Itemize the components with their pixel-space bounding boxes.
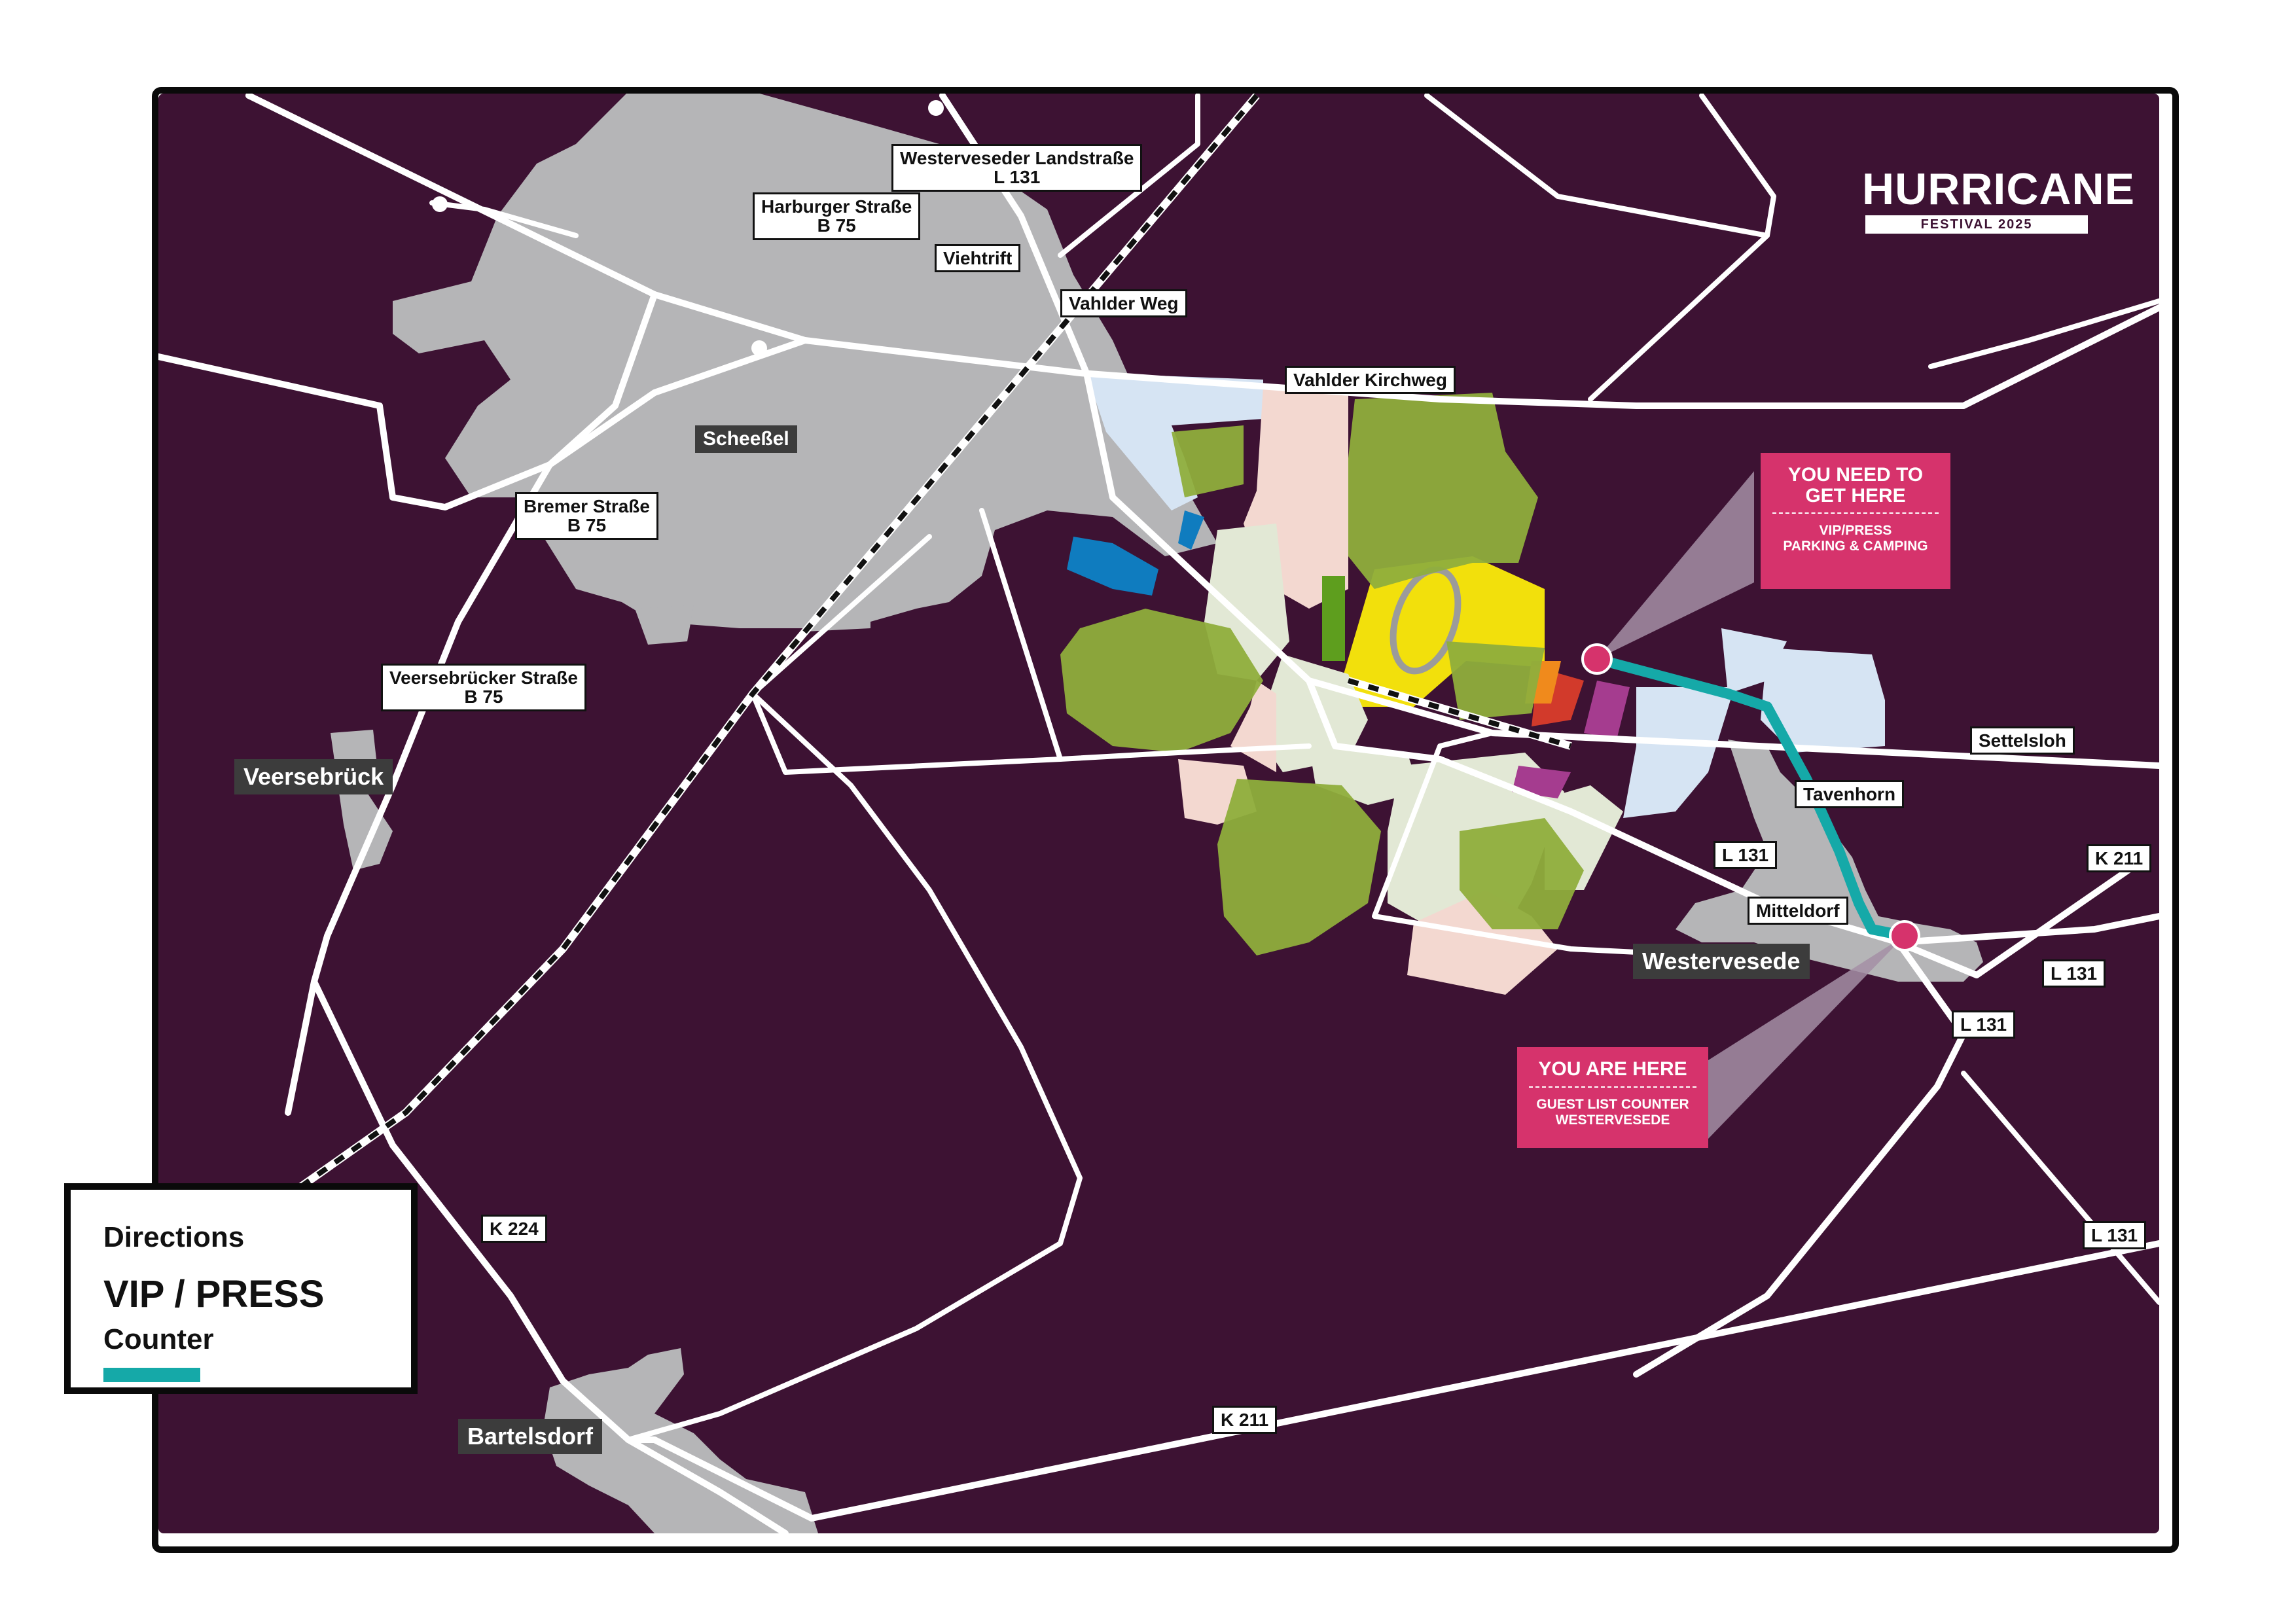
callout-heading-line: GET HERE [1805, 484, 1906, 507]
road-label-line: L 131 [2051, 963, 2098, 984]
destination-marker[interactable] [1581, 643, 1613, 675]
current-location-callout: YOU ARE HERE GUEST LIST COUNTER WESTERVE… [1517, 1047, 1708, 1148]
road-label-line: L 131 [2091, 1225, 2138, 1245]
road-label-westerveseder-landstrasse: Westerveseder Landstraße L 131 [891, 144, 1143, 192]
road-label-line: L 131 [1960, 1014, 2007, 1035]
place-label-veersebrueck: Veersebrück [234, 759, 393, 794]
callout-heading-line: YOU ARE HERE [1538, 1058, 1687, 1080]
road-label-l131-c: L 131 [1952, 1010, 2016, 1039]
road-label-k224: K 224 [481, 1215, 547, 1243]
map-frame [152, 87, 2179, 1553]
road-label-line: B 75 [567, 515, 607, 536]
legend-subheading: Counter [103, 1323, 214, 1355]
railway-line [292, 94, 1572, 1194]
road-label-line: Vahlder Weg [1069, 293, 1179, 313]
place-label-scheessel: Scheeßel [695, 425, 797, 453]
festival-logo: HURRICANE FESTIVAL 2025 [1862, 164, 2135, 234]
road-label-k211-south: K 211 [1212, 1406, 1278, 1435]
destination-callout-sub: VIP/PRESS PARKING & CAMPING [1761, 523, 1950, 554]
callout-heading-line: YOU NEED TO [1787, 464, 1924, 486]
road-label-veersebruecker-strasse: Veersebrücker Straße B 75 [381, 664, 586, 711]
legend-route-swatch [103, 1368, 200, 1382]
forest-areas [1060, 393, 1584, 955]
road-label-line: L 131 [1722, 845, 1769, 865]
road-label-line: Tavenhorn [1803, 784, 1896, 804]
current-callout-heading: YOU ARE HERE [1517, 1047, 1708, 1080]
logo-title: HURRICANE [1862, 164, 2135, 214]
road-label-line: Vahlder Kirchweg [1293, 370, 1447, 390]
road-label-l131-b: L 131 [2042, 959, 2106, 988]
road-label-settelsloh: Settelsloh [1970, 726, 2075, 755]
current-beam [1708, 936, 1905, 1139]
road-label-line: K 211 [1221, 1410, 1269, 1430]
road-label-line: B 75 [817, 215, 856, 236]
road-label-line: Veersebrücker Straße [389, 668, 578, 688]
road-label-k211-east: K 211 [2087, 844, 2152, 873]
legend-title: Directions [103, 1221, 245, 1253]
callout-divider [1529, 1086, 1696, 1088]
road-label-vahlder-weg: Vahlder Weg [1060, 289, 1187, 318]
destination-beam [1597, 471, 1754, 659]
callout-sub-line: WESTERVESEDE [1555, 1112, 1670, 1128]
road-label-l131-a: L 131 [1713, 841, 1778, 870]
current-location-marker[interactable] [1889, 920, 1920, 952]
legend-heading: VIP / PRESS [103, 1273, 325, 1315]
road-label-line: Westerveseder Landstraße [900, 148, 1134, 168]
road-label-mitteldorf: Mitteldorf [1748, 897, 1848, 925]
road-label-line: Harburger Straße [761, 196, 912, 217]
place-label-westervesede: Westervesede [1633, 944, 1810, 979]
callout-sub-line: VIP/PRESS [1819, 523, 1892, 538]
road-label-vahlder-kirchweg: Vahlder Kirchweg [1285, 366, 1456, 395]
road-label-bremer-strasse: Bremer Straße B 75 [515, 492, 658, 540]
road-label-line: Mitteldorf [1756, 901, 1840, 921]
road-label-harburger-strasse: Harburger Straße B 75 [753, 192, 921, 240]
place-label-bartelsdorf: Bartelsdorf [458, 1419, 603, 1454]
current-callout-sub: GUEST LIST COUNTER WESTERVESEDE [1517, 1097, 1708, 1128]
road-label-line: Settelsloh [1979, 730, 2066, 751]
road-label-line: K 211 [2095, 848, 2144, 868]
destination-callout-heading: YOU NEED TO GET HERE [1761, 453, 1950, 506]
road-label-l131-d: L 131 [2083, 1221, 2147, 1250]
directions-legend: Directions VIP / PRESS Counter [64, 1183, 418, 1394]
road-label-line: L 131 [994, 167, 1041, 188]
road-label-viehtrift: Viehtrift [935, 244, 1021, 273]
road-label-line: K 224 [490, 1219, 539, 1239]
callout-divider [1772, 512, 1939, 514]
logo-subtitle: FESTIVAL 2025 [1865, 215, 2088, 234]
callout-sub-line: PARKING & CAMPING [1783, 539, 1928, 554]
roads [158, 94, 2159, 1533]
road-label-line: Viehtrift [943, 248, 1013, 268]
road-label-line: Bremer Straße [524, 496, 650, 516]
road-label-line: B 75 [464, 687, 503, 707]
destination-callout: YOU NEED TO GET HERE VIP/PRESS PARKING &… [1761, 453, 1950, 589]
callout-sub-line: GUEST LIST COUNTER [1536, 1096, 1689, 1112]
vip-press-route [1592, 654, 1910, 941]
road-label-tavenhorn: Tavenhorn [1795, 780, 1905, 809]
